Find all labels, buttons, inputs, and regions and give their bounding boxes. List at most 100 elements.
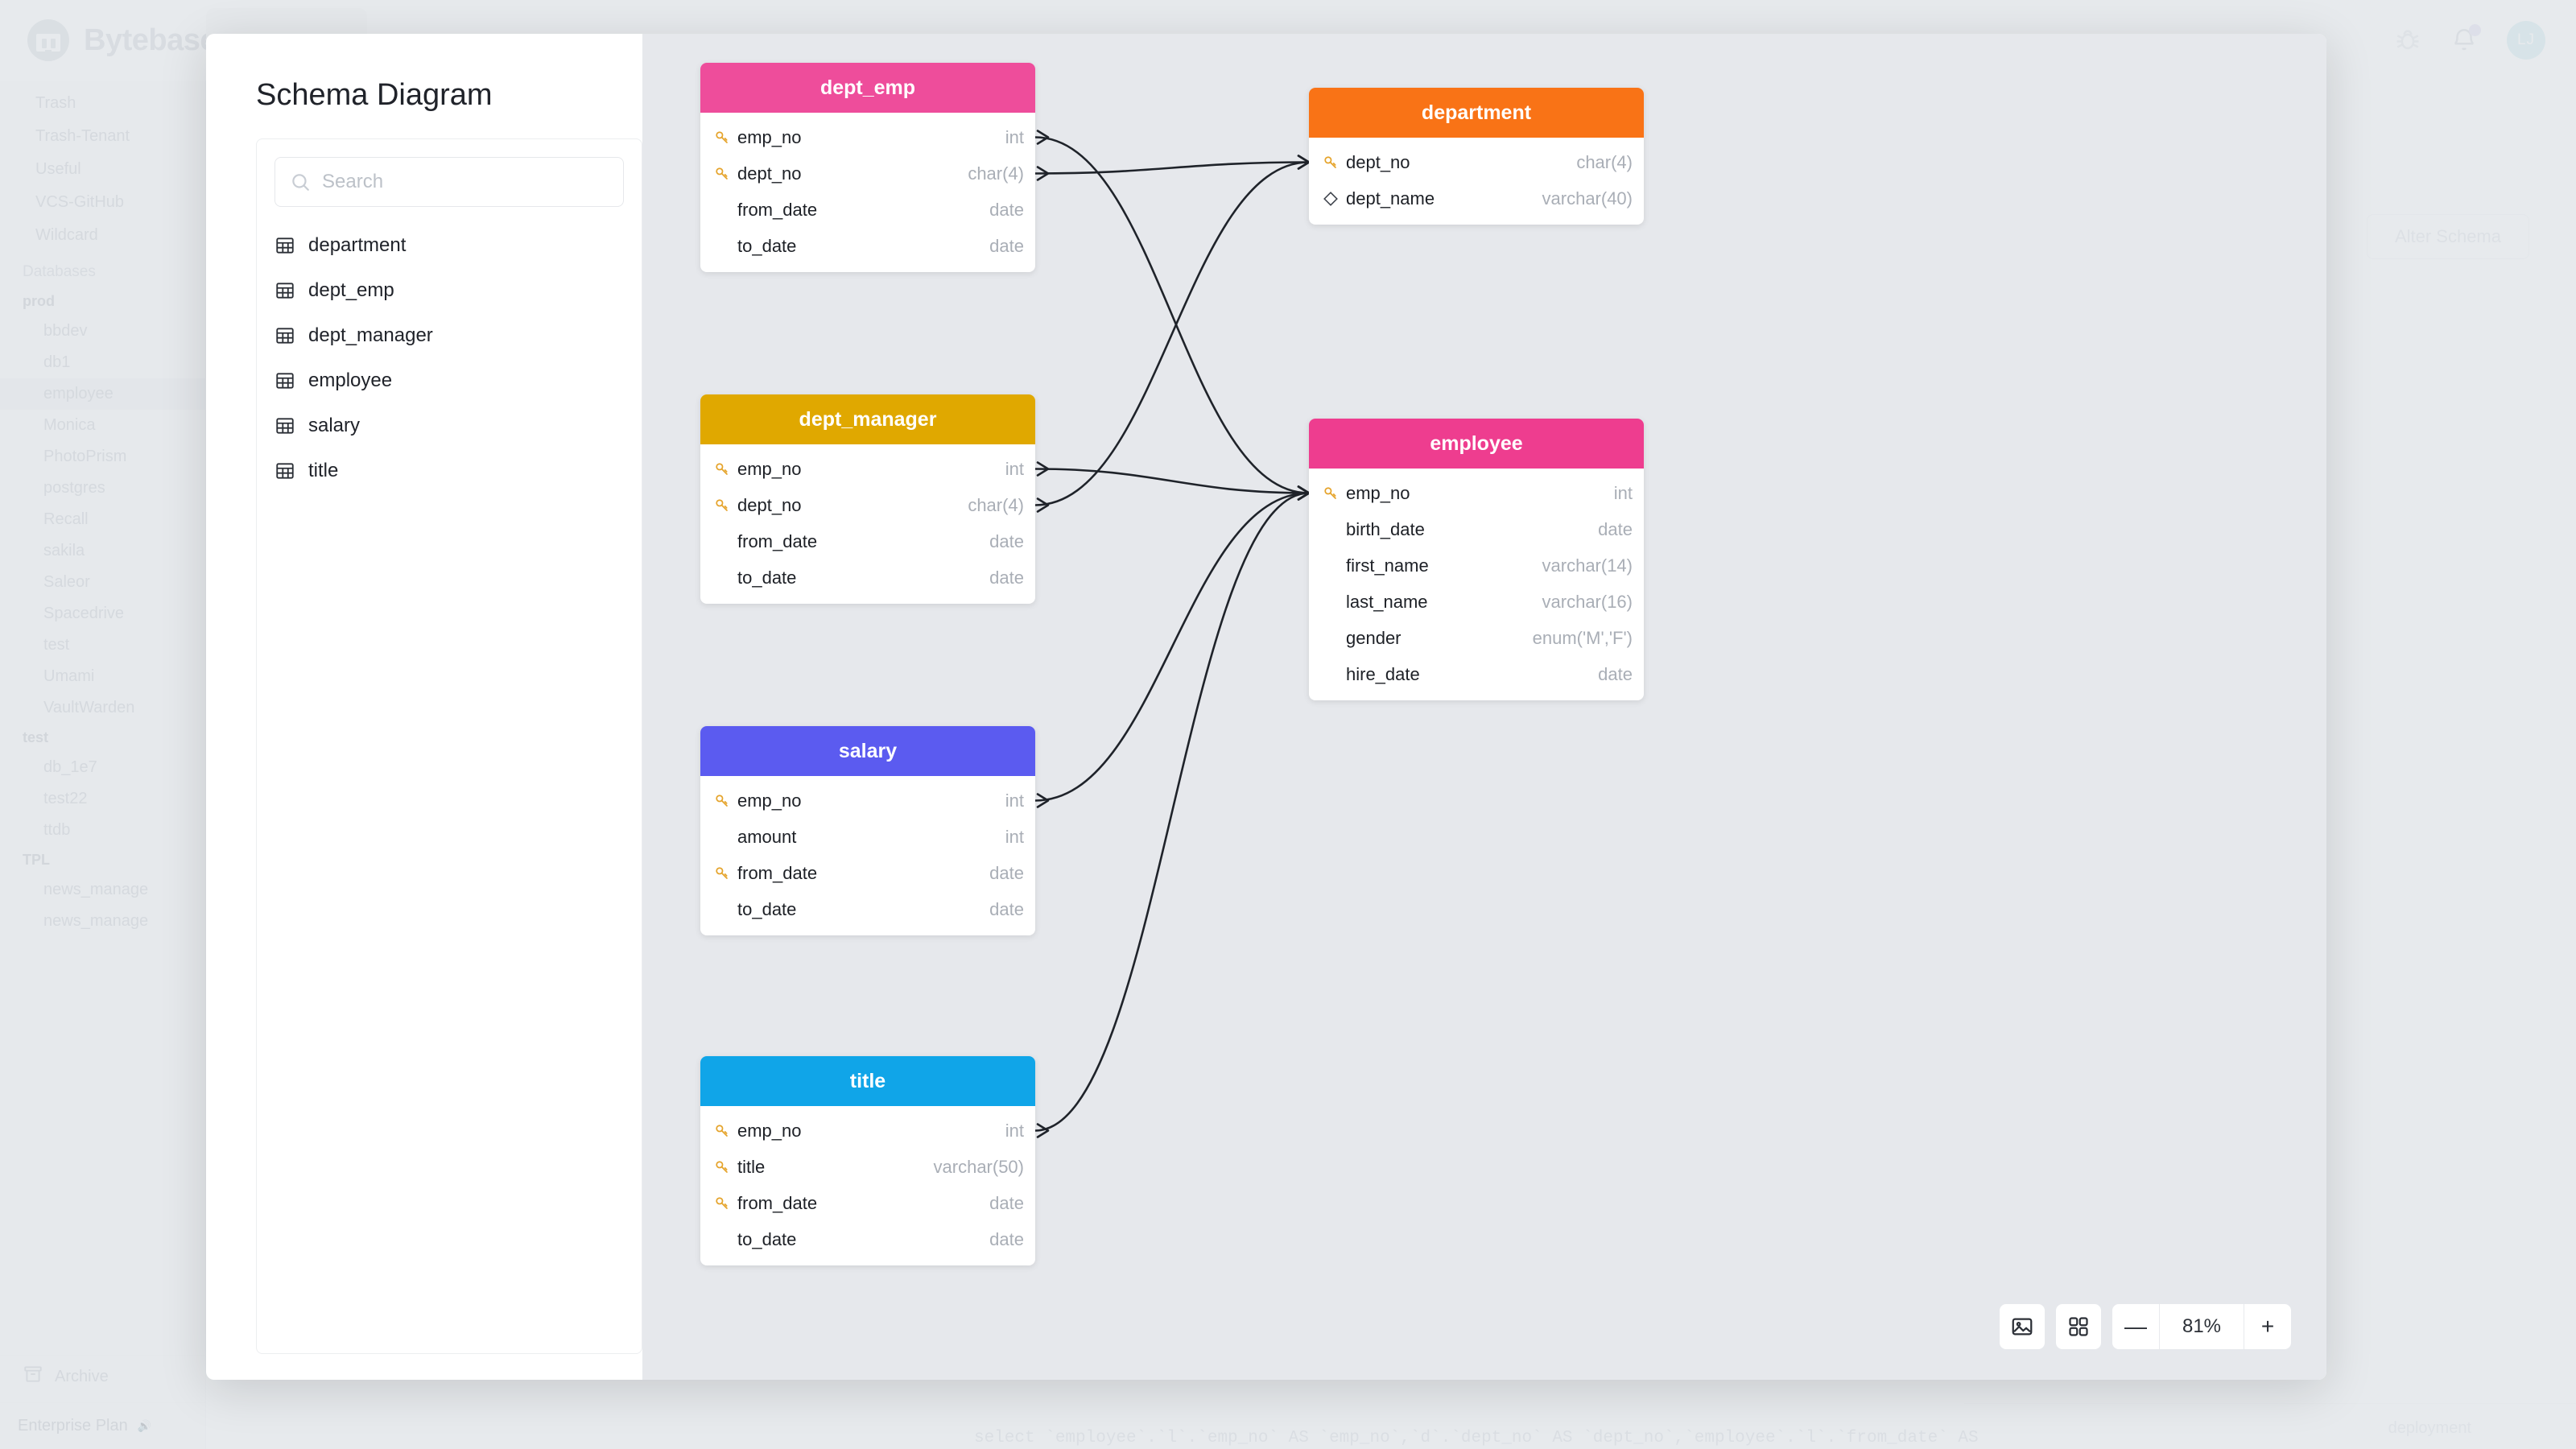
key-icon <box>713 129 734 147</box>
table-node-title: dept_emp <box>700 63 1035 113</box>
key-icon <box>1322 154 1343 171</box>
relationship-edge <box>1034 136 1310 494</box>
column-name: first_name <box>1346 555 1429 576</box>
divider <box>2159 1304 2160 1349</box>
table-list-item-department[interactable]: department <box>257 223 642 268</box>
column-type: date <box>989 1192 1024 1213</box>
edge-arrow <box>1036 497 1050 513</box>
zoom-out-button[interactable]: — <box>2124 1314 2147 1339</box>
key-icon <box>713 1122 734 1140</box>
key-icon <box>713 865 734 882</box>
table-list-item-label: dept_emp <box>308 279 394 301</box>
table-list-item-title[interactable]: title <box>257 448 642 493</box>
column-type: date <box>1598 518 1633 539</box>
table-list-item-dept-manager[interactable]: dept_manager <box>257 313 642 358</box>
key-icon <box>713 497 734 514</box>
search-box[interactable] <box>275 157 624 207</box>
table-list-item-label: title <box>308 460 339 481</box>
column-name: to_date <box>737 898 797 919</box>
key-icon <box>713 792 734 810</box>
column-name: last_name <box>1346 591 1428 612</box>
column-type: date <box>989 1228 1024 1249</box>
column-type: date <box>989 199 1024 220</box>
column-type: date <box>989 567 1024 588</box>
table-node-title: department <box>1309 88 1644 138</box>
diamond-icon <box>1322 190 1343 208</box>
image-icon[interactable] <box>2000 1304 2045 1349</box>
column-row[interactable]: first_name varchar(14) <box>1309 547 1644 584</box>
table-list: department dept_emp dept_manager <box>257 223 642 493</box>
key-icon <box>713 1195 734 1212</box>
edge-arrow <box>1036 166 1050 181</box>
table-icon <box>275 325 295 346</box>
column-type: date <box>989 898 1024 919</box>
zoom-toolbar: — 81% + <box>2000 1304 2291 1349</box>
edge-arrow <box>1036 130 1050 145</box>
column-name: title <box>737 1156 766 1177</box>
column-name: from_date <box>737 862 818 883</box>
column-row[interactable]: to_date date <box>700 891 1035 927</box>
table-icon <box>275 460 295 481</box>
table-list-item-employee[interactable]: employee <box>257 358 642 403</box>
zoom-control-group: — 81% + <box>2112 1304 2291 1349</box>
column-name: emp_no <box>1346 482 1410 503</box>
search-icon <box>290 171 311 192</box>
column-name: dept_no <box>737 494 802 515</box>
column-type: date <box>989 862 1024 883</box>
table-node-title: salary <box>700 726 1035 776</box>
table-list-item-label: department <box>308 234 407 256</box>
search-input[interactable] <box>322 171 609 193</box>
table-list-panel: department dept_emp dept_manager <box>256 138 642 1354</box>
table-icon <box>275 235 295 256</box>
table-list-item-salary[interactable]: salary <box>257 403 642 448</box>
table-list-item-label: employee <box>308 369 393 391</box>
table-node-title: title <box>700 1056 1035 1106</box>
schema-diagram-modal: Schema Diagram department <box>206 34 2326 1380</box>
column-type: varchar(14) <box>1542 555 1633 576</box>
column-type: int <box>1005 826 1024 847</box>
column-row[interactable]: from_date date <box>700 855 1035 891</box>
table-node-title: dept_manager <box>700 394 1035 444</box>
grid-icon[interactable] <box>2056 1304 2101 1349</box>
table-icon <box>275 280 295 301</box>
relationship-edge <box>1034 492 1310 802</box>
table-list-item-dept-emp[interactable]: dept_emp <box>257 268 642 313</box>
edge-arrow <box>1036 793 1050 808</box>
zoom-in-button[interactable]: + <box>2260 1314 2275 1339</box>
relationship-edge <box>1034 468 1310 494</box>
key-icon <box>713 1158 734 1176</box>
column-name: from_date <box>737 530 818 551</box>
